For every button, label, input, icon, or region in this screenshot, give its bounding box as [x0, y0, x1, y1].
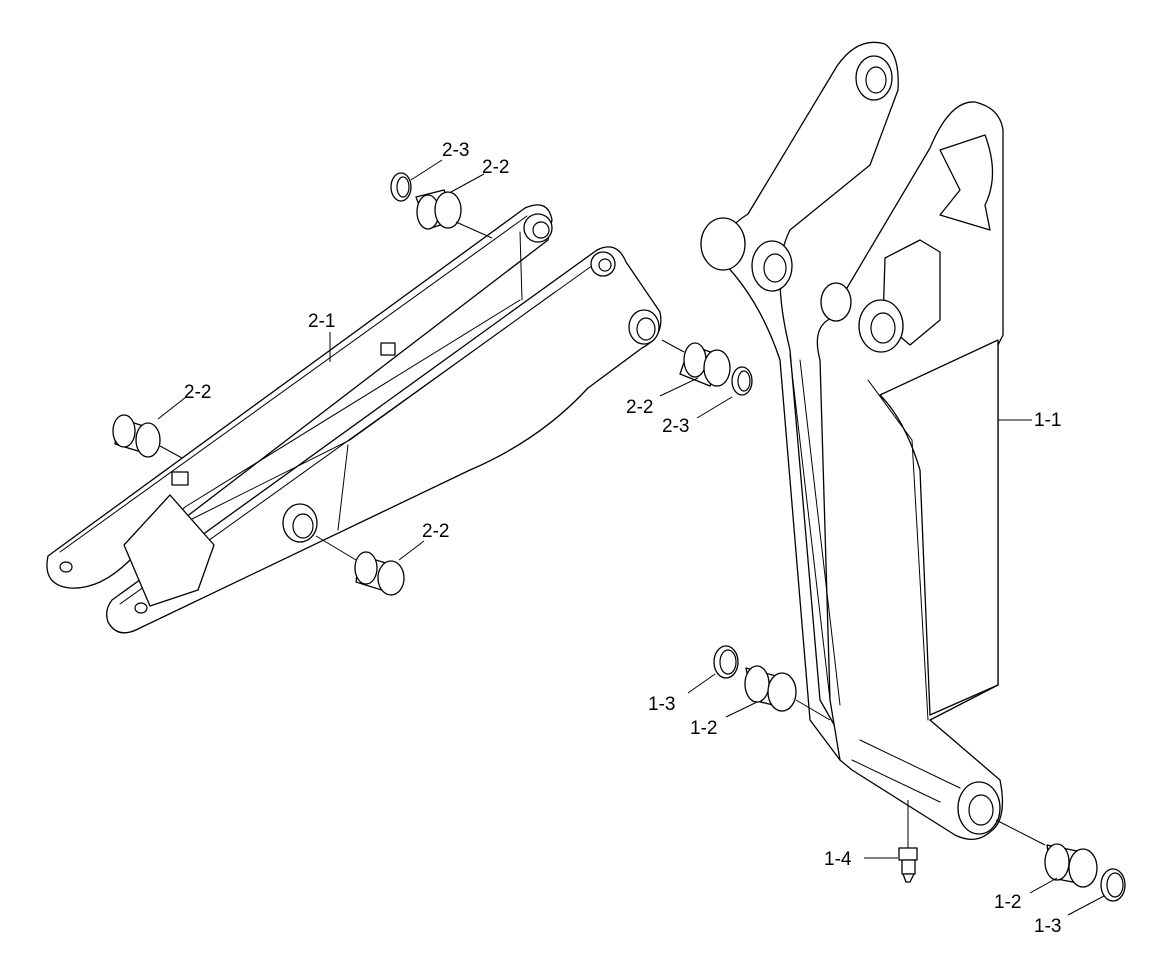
arm-front-plate: [106, 246, 662, 634]
callout-2-3-right: 2-3: [662, 416, 689, 437]
callout-2-3-top: 2-3: [442, 140, 469, 161]
callout-1-4: 1-4: [824, 849, 852, 870]
arm-front-bore: [134, 602, 148, 614]
boom-pivot-boss-left: [700, 217, 746, 271]
callout-1-1: 1-1: [1034, 410, 1061, 431]
shim-2-3-top: [390, 172, 412, 202]
callout-1-3-left: 1-3: [648, 694, 675, 715]
arm-grease-nipple-1: [380, 342, 396, 356]
shim-1-3-right: [1100, 868, 1126, 902]
callout-2-2-top: 2-2: [482, 157, 509, 178]
boom-mid-boss-rear: [820, 282, 852, 322]
callout-1-2-right: 1-2: [994, 892, 1021, 913]
arm-back-bore: [59, 561, 73, 573]
arm-side-plate: [123, 494, 215, 607]
callout-2-2-right: 2-2: [626, 397, 653, 418]
bushing-2-2-mid-right: [679, 342, 731, 387]
boom-slot-plate: [939, 134, 994, 231]
arm-upper-edge: [59, 215, 528, 553]
shim-2-3-right: [731, 366, 753, 396]
callout-labels: 2-3 2-2 2-1 2-2 2-2 2-3 2-2 1-1 1-3 1-2 …: [184, 140, 1061, 937]
grease-nipple-1-4: [898, 847, 918, 883]
boom-side-web: [879, 339, 999, 716]
arm-assembly: [46, 204, 662, 634]
bushing-1-2-left: [744, 665, 797, 712]
boom-rear-plate: [721, 41, 941, 801]
callout-2-1: 2-1: [308, 311, 335, 332]
bushing-1-2-right: [1044, 843, 1098, 888]
callout-1-3-right: 1-3: [1034, 916, 1061, 937]
arm-web-line: [179, 291, 556, 526]
bushing-2-2-top: [415, 189, 462, 230]
boom-assembly: [700, 41, 1004, 840]
leader-lines: [157, 159, 1105, 916]
bushing-2-2-bottom: [354, 551, 405, 596]
callout-1-2-left: 1-2: [690, 718, 717, 739]
callout-2-2-left: 2-2: [184, 382, 211, 403]
arm-back-plate: [46, 204, 553, 589]
bushing-2-2-left: [112, 414, 161, 458]
arm-grease-nipple-2: [171, 471, 189, 486]
callout-2-2-bottom: 2-2: [422, 521, 449, 542]
shim-1-3-left: [713, 645, 739, 679]
